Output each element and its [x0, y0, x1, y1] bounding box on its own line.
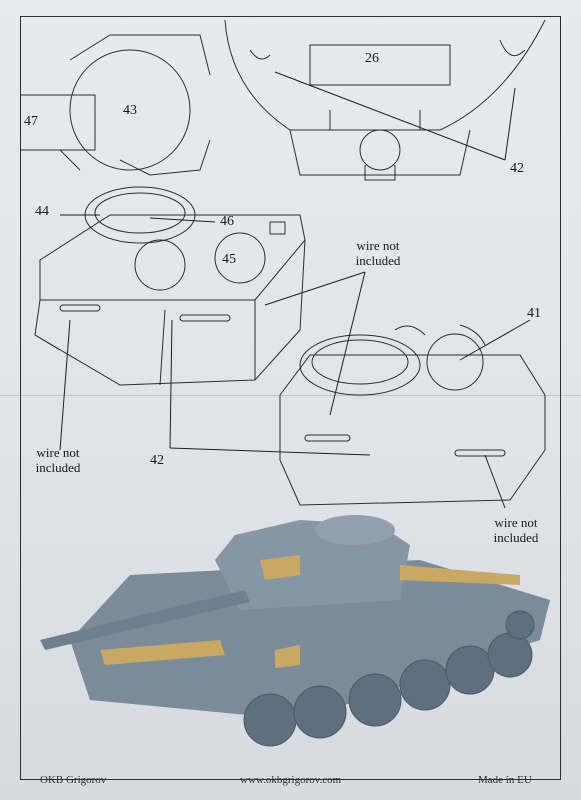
callout-45: 45: [222, 252, 236, 267]
wire-note-line: wire not: [356, 238, 400, 253]
wire-note-line: included: [355, 253, 401, 268]
footer-origin: Made in EU: [478, 774, 532, 786]
leader-lines: [59, 71, 531, 509]
callout-42-mid: 42: [150, 453, 164, 468]
wire-note-line: wire not: [36, 445, 80, 460]
footer-company: OKB Grigorov: [40, 774, 107, 786]
rear-hull-drawing: [224, 19, 546, 181]
wire-note-line: included: [35, 460, 81, 475]
wire-note-right: wire not included: [486, 515, 546, 545]
callout-42-top: 42: [510, 161, 524, 176]
hull-top-front-drawing: [34, 186, 306, 386]
wire-note-line: included: [493, 530, 539, 545]
wire-note-top: wire not included: [348, 238, 408, 268]
callout-47: 47: [24, 114, 38, 129]
footer-website: www.okbgrigorov.com: [240, 774, 342, 786]
callout-41: 41: [527, 306, 541, 321]
callout-44: 44: [35, 204, 49, 219]
callout-26: 26: [365, 51, 379, 66]
sheet-border: [20, 16, 561, 780]
wire-note-line: wire not: [494, 515, 538, 530]
hull-top-rear-drawing: [279, 324, 546, 506]
callout-46: 46: [220, 214, 234, 229]
callout-43: 43: [123, 103, 137, 118]
hatch-detail-drawing: [20, 34, 211, 176]
fold-line: [0, 395, 581, 396]
tank-render: [40, 515, 550, 747]
wire-note-left: wire not included: [28, 445, 88, 475]
